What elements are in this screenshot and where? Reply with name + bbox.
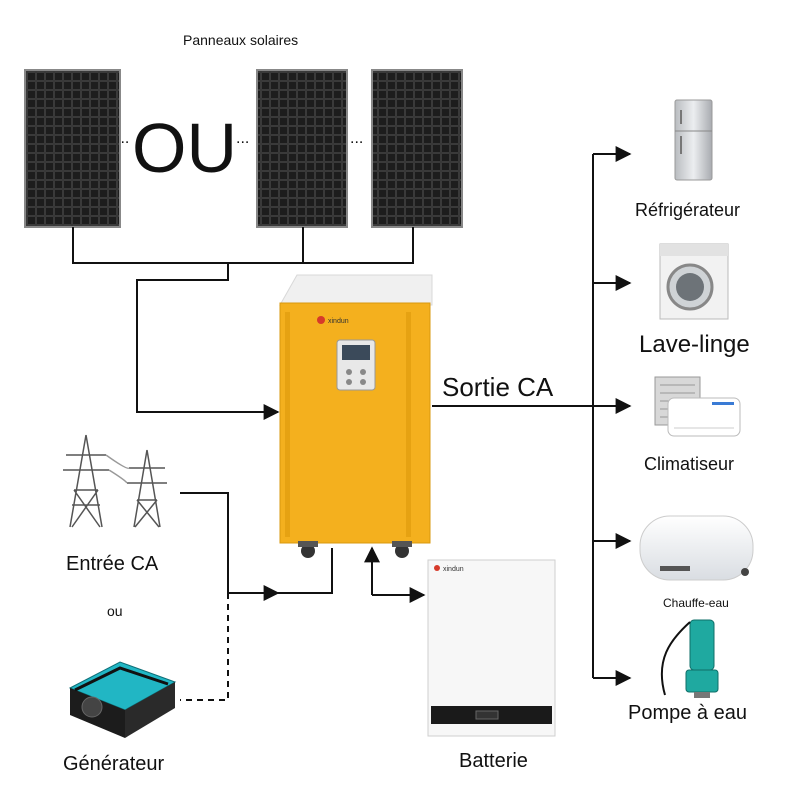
water-pump-icon [660,619,719,698]
ac-output-label: Sortie CA [442,372,554,402]
appliance-label-washing-machine: Lave-linge [639,331,750,358]
ellipsis-3: ... [350,130,364,147]
washing-machine-icon [659,243,729,320]
air-conditioner-icon [654,376,741,437]
solar-panel-2 [256,69,348,228]
appliance-label-air-conditioner: Climatiseur [644,454,735,474]
ellipsis-2: ... [236,130,250,147]
solar-panel-1 [24,69,121,228]
ac-input-label: Entrée CA [66,553,159,575]
appliance-label-refrigerator: Réfrigérateur [635,200,741,220]
battery-label: Batterie [459,750,528,772]
input-or-label: ou [107,603,123,619]
generator-icon [68,661,177,738]
battery-wiring [364,546,426,603]
panel-separator-or: OU [132,109,237,187]
appliance-label-water-pump: Pompe à eau [628,702,747,724]
ac-input-wiring [180,492,333,701]
inverter-brand-mark: xindun [328,318,349,325]
appliance-label-water-heater: Chauffe-eau [663,596,729,610]
transmission-tower-icon [63,434,167,528]
solar-panel-3 [371,69,463,228]
solar-panels-title: Panneaux solaires [183,32,299,48]
ac-output-wiring [432,146,632,686]
refrigerator-icon [674,99,713,181]
generator-label: Générateur [63,753,165,775]
panel-wiring [72,227,414,420]
battery-brand-mark: xindun [443,566,464,573]
water-heater-icon [639,515,754,581]
battery-unit: xindun [427,559,556,737]
inverter-cabinet: xindun [279,274,433,558]
